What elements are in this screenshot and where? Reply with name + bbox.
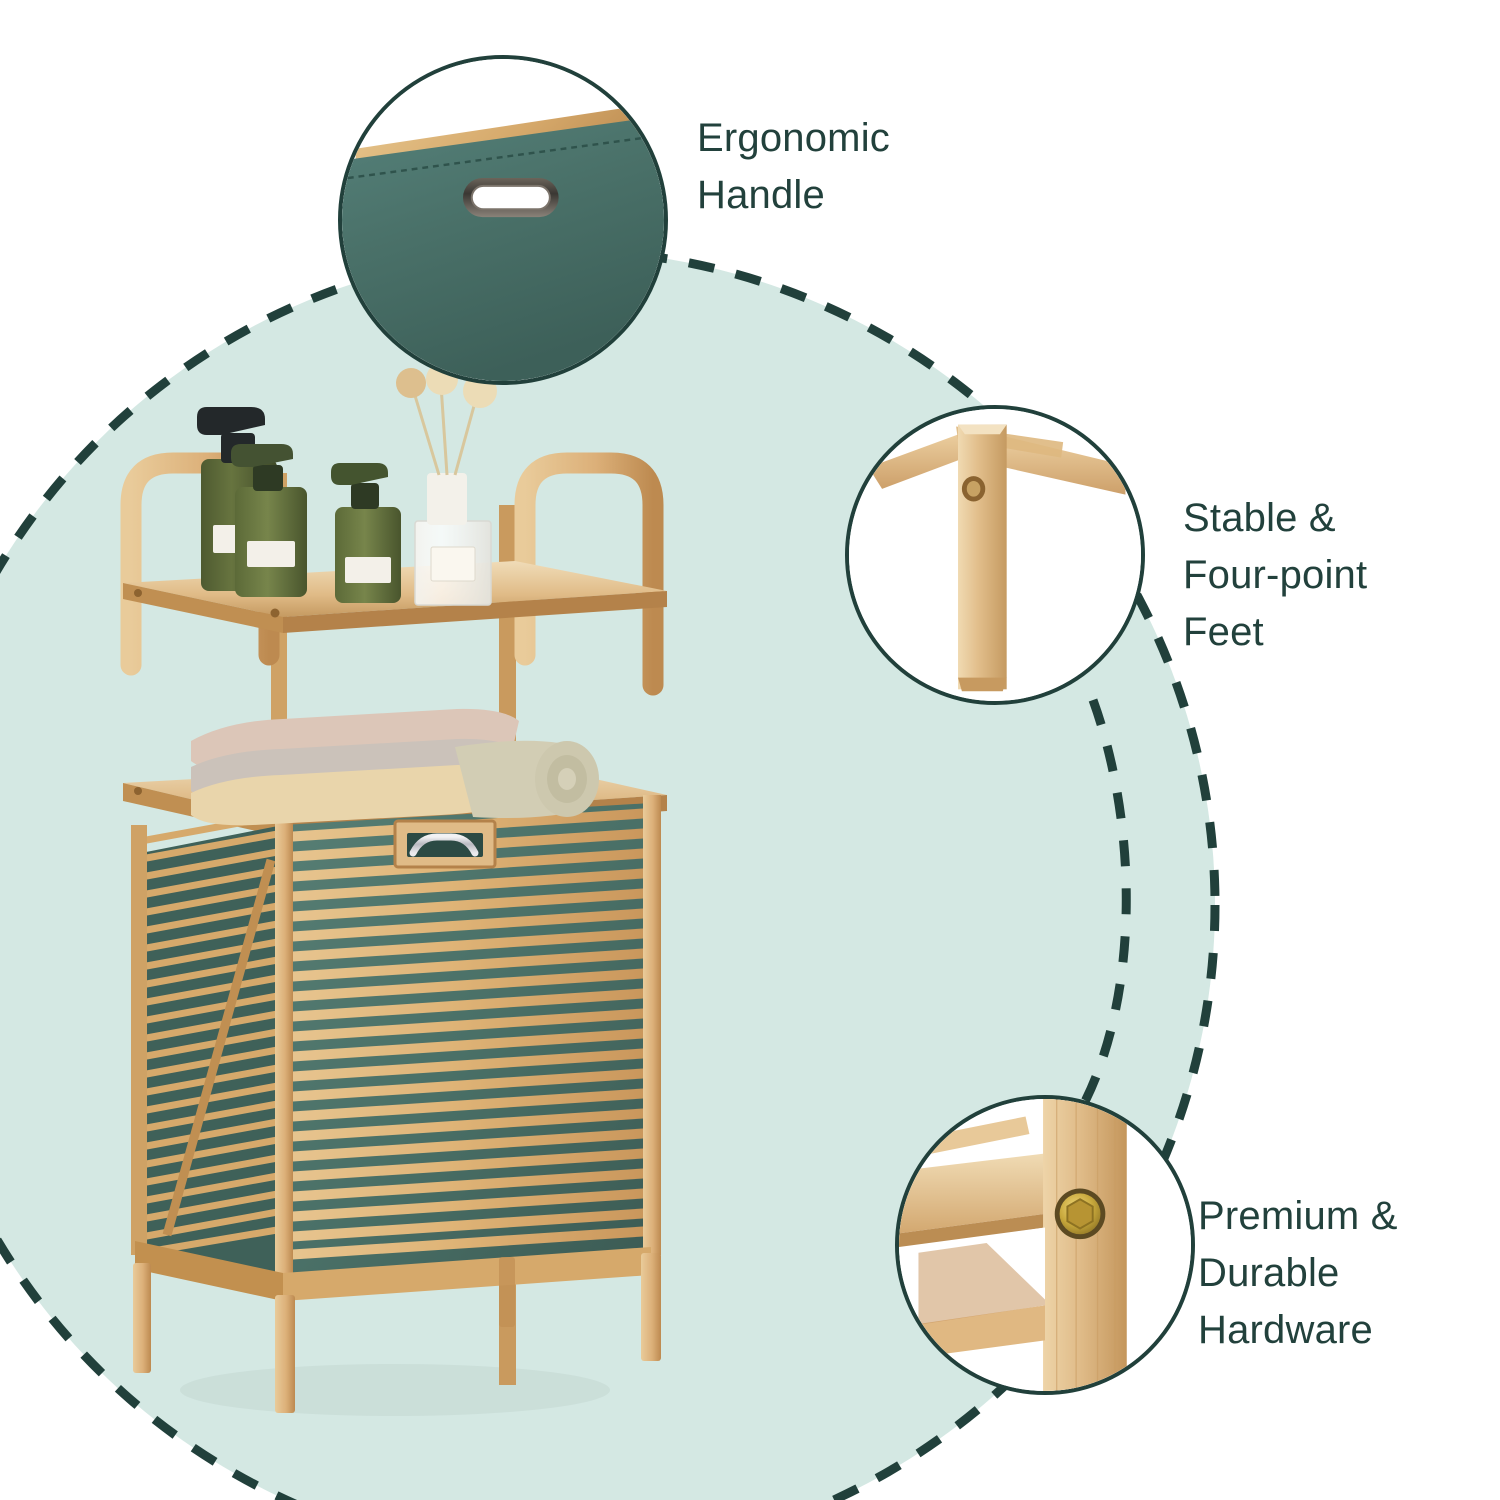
label-stable-four-point-feet: Stable & Four-point Feet — [1183, 496, 1368, 654]
product-image-bamboo-hamper — [95, 355, 675, 1435]
hamper-bottom-rail-front — [283, 1247, 651, 1301]
hamper-corner-post-front — [275, 813, 293, 1293]
connector-dashed-arc — [1071, 698, 1131, 1123]
reed-diffuser-jar — [414, 473, 492, 606]
callout-stable-feet — [845, 405, 1145, 705]
oval-grommet-handle — [462, 178, 559, 218]
hamper-bottom-rail-left — [135, 1241, 283, 1301]
lower-rail — [899, 1305, 1045, 1360]
shelf-screw-tl — [134, 589, 142, 597]
pump-bottle-small — [331, 463, 401, 603]
hamper-body — [131, 795, 661, 1301]
leg-top-face — [958, 424, 1007, 435]
hamper-side-slats — [137, 811, 287, 1257]
callout-hardware-photo — [899, 1099, 1191, 1391]
shelf-screw-ml — [134, 787, 142, 795]
vertical-post — [1043, 1099, 1127, 1391]
foot-back-left — [133, 1263, 151, 1373]
rolled-towel-sage — [455, 740, 599, 818]
foot-front-right — [641, 1253, 661, 1361]
folded-towel-cream — [191, 764, 519, 826]
post-grain — [1055, 1099, 1116, 1391]
hamper-corner-post-right — [643, 795, 661, 1255]
rail-left — [868, 432, 976, 489]
chrome-pull-handle[interactable] — [409, 833, 479, 857]
callout-handle — [338, 55, 668, 385]
top-shelf-edge-left — [123, 583, 283, 633]
dried-flower-stems — [411, 384, 479, 476]
interior-diagonal-brace — [162, 858, 276, 1237]
top-shelf-edge-front — [283, 591, 667, 633]
hamper-front-slats — [284, 808, 652, 1260]
hamper-corner-post-left — [131, 825, 147, 1255]
label-ergonomic-handle: Ergonomic Handle — [697, 116, 890, 217]
toiletries-group — [197, 363, 497, 606]
feet-group — [133, 1253, 661, 1413]
product-illustration — [120, 363, 667, 1416]
bamboo-leg — [958, 424, 1007, 690]
top-thin-slat — [899, 1116, 1030, 1160]
callout-handle-photo — [342, 59, 664, 381]
frame-arch-right — [514, 452, 664, 696]
beam-under-edge — [899, 1213, 1045, 1247]
hamper-handle-assembly[interactable] — [393, 819, 497, 869]
horizontal-beam — [899, 1153, 1045, 1234]
shelf-screw-tm — [270, 608, 280, 618]
pump-bottle-medium — [231, 444, 307, 597]
label-premium-durable-hardware: Premium & Durable Hardware — [1198, 1194, 1398, 1352]
callout-feet-photo — [849, 409, 1141, 701]
fastener-head — [966, 481, 981, 497]
foot-front-left — [275, 1295, 295, 1413]
leg-foot-pad — [958, 677, 1007, 692]
towels-group — [191, 708, 599, 826]
floor-shadow — [180, 1364, 610, 1416]
interior-diagonal — [918, 1243, 1045, 1325]
callout-premium-hardware — [895, 1095, 1195, 1395]
foot-back-right — [499, 1257, 515, 1327]
brass-hex-screw — [1054, 1188, 1106, 1240]
bag-fabric-body — [342, 115, 664, 381]
